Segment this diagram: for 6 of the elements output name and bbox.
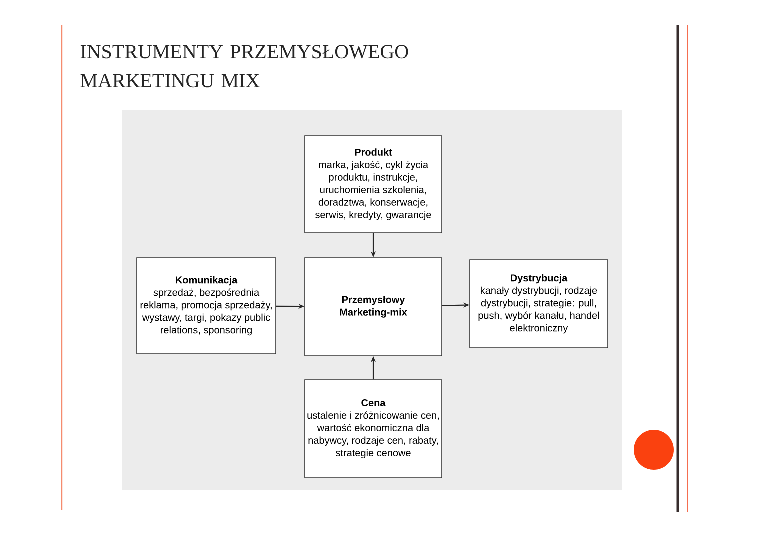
title: INSTRUMENTY PRZEMYSŁOWEGO MARKETINGU MIX — [80, 45, 408, 88]
text-box: Komunikacja sprzedaż, bezpośrednia reklama, promocja sprzedaży, wystawy, targi, pokazy public relations, sponsoring — [136, 258, 276, 354]
text-box: Dystrybucja kanały dystrybucji, rodzaje dystrybucji, strategie: pull, push, wybór kanału, handel elektroniczny — [470, 260, 608, 348]
text-box: Produkt marka, jakość, cykl życia produktu, instrukcje, uruchomienia szkolenia, doradztwa, konserwacje, serwis, kredyty, gwarancje — [304, 136, 442, 234]
text-box: Przemysłowy Marketing-mix — [304, 258, 442, 356]
text-box: Cena ustalenie i zróżnicowanie cen, wartość ekonomiczna dla nabywcy, rodzaje cen, rabaty, strategie cenowe — [304, 380, 442, 478]
